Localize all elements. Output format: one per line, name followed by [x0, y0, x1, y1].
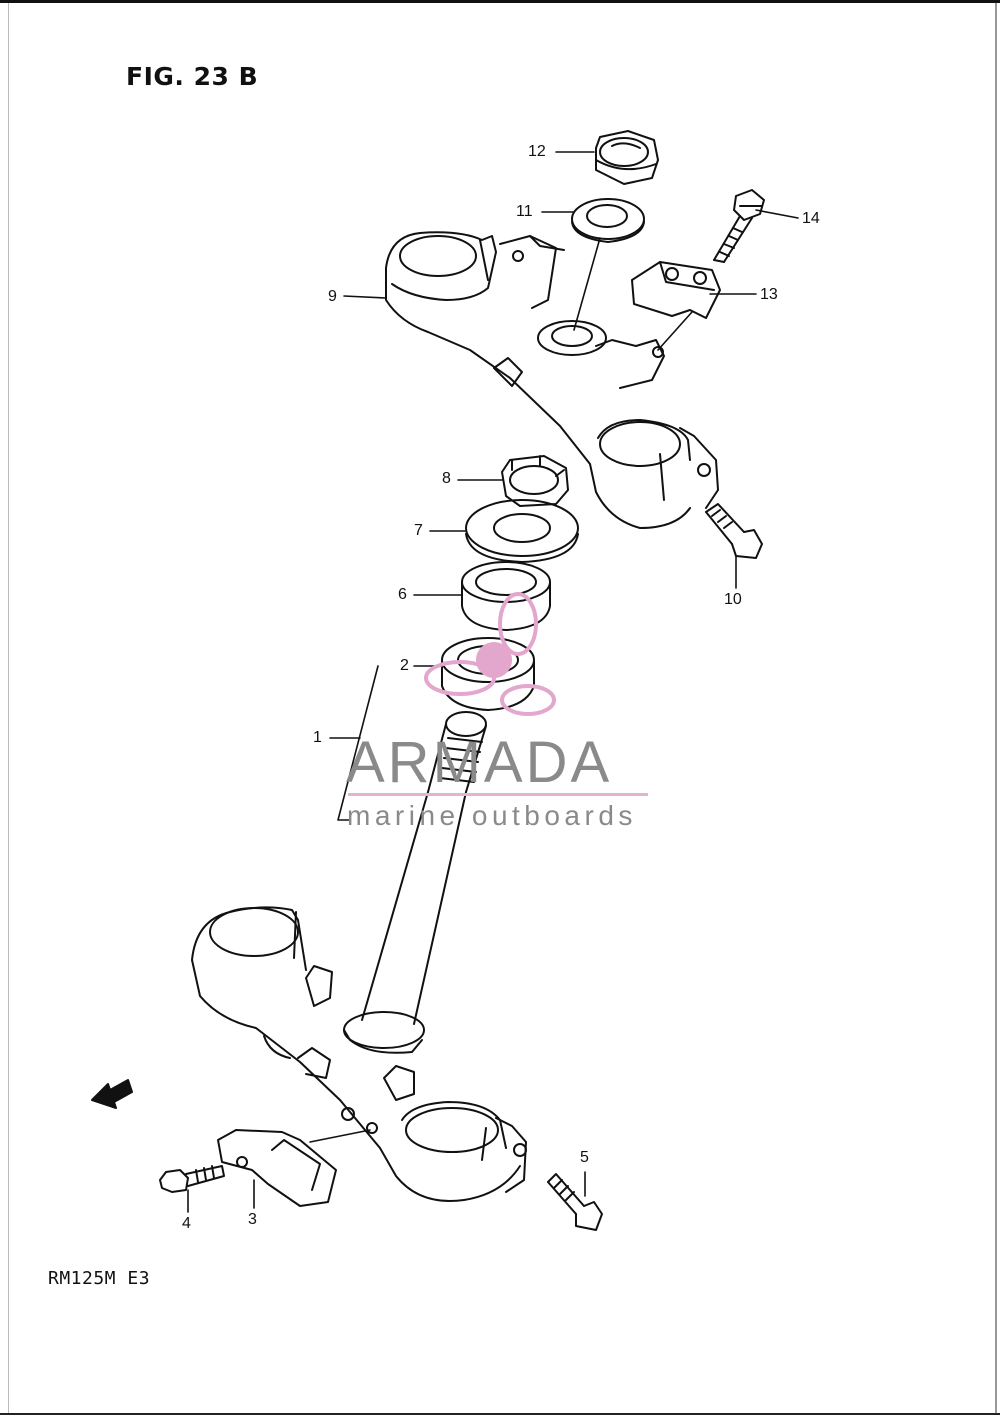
- watermark-divider: [348, 793, 648, 796]
- callout-7: 7: [414, 522, 423, 539]
- model-code: RM125M E3: [48, 1268, 151, 1289]
- callout-2: 2: [400, 657, 409, 674]
- part-7-dust-seal: [465, 499, 579, 563]
- part-13-handlebar-holder: [631, 261, 721, 319]
- part-14-bolt: [713, 189, 765, 263]
- callout-10: 10: [724, 591, 742, 608]
- part-10-bolt: [705, 503, 763, 559]
- callout-13: 13: [760, 286, 778, 303]
- callout-6: 6: [398, 586, 407, 603]
- part-4-bolt: [159, 1165, 225, 1193]
- part-9-upper-bracket: [385, 231, 719, 529]
- part-8-ring-nut: [501, 455, 569, 507]
- callout-12: 12: [528, 143, 546, 160]
- sheet-border-right: [995, 3, 997, 1413]
- sheet-border-left: [8, 3, 9, 1413]
- callout-8: 8: [442, 470, 451, 487]
- armada-logo-icon: [424, 592, 556, 716]
- part-1-steering-stem-lower-bracket: [191, 711, 527, 1202]
- watermark-brand: ARMADA: [346, 730, 613, 795]
- callout-9: 9: [328, 288, 337, 305]
- fwd-arrow-icon: [91, 1079, 133, 1109]
- watermark-tagline: marine outboards: [347, 800, 637, 831]
- callout-14: 14: [802, 210, 820, 227]
- callout-11: 11: [516, 203, 533, 220]
- part-5-bolt: [547, 1173, 603, 1231]
- callout-3: 3: [248, 1211, 257, 1228]
- part-12-stem-nut: [595, 130, 659, 185]
- callout-1: 1: [313, 729, 322, 746]
- part-3-holder-bracket: [217, 1129, 337, 1207]
- sheet-border-top: [0, 0, 1000, 3]
- part-11-washer: [571, 198, 645, 243]
- callout-5: 5: [580, 1149, 589, 1166]
- sheet-border-bottom: [0, 1413, 1000, 1415]
- figure-title: FIG. 23 B: [126, 62, 259, 91]
- callout-4: 4: [182, 1215, 191, 1232]
